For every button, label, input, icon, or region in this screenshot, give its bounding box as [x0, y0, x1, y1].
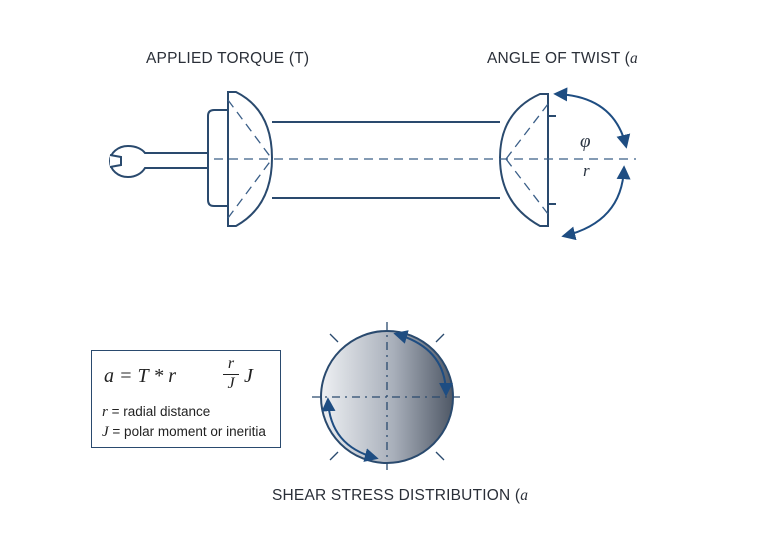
phi-symbol: φ	[580, 131, 591, 152]
definition-radial-distance: r = radial distance	[102, 404, 211, 420]
right-end-cap	[498, 93, 549, 227]
left-flange-plate	[207, 109, 228, 207]
shear-arrow-left	[321, 397, 379, 462]
definition-polar-moment: J = polar moment or ineritia	[102, 424, 266, 440]
formula-fraction: r J	[223, 355, 239, 393]
cross-section-axes	[312, 322, 462, 472]
fraction-denominator: J	[227, 375, 235, 392]
angle-of-twist-label: ANGLE OF TWIST (a	[487, 50, 638, 67]
fraction-bar	[223, 374, 239, 375]
formula-box: a = T * r r J J r = radial distance J = …	[91, 350, 281, 448]
shaft	[272, 121, 500, 199]
fraction-numerator: r	[227, 355, 235, 372]
formula-tail: J	[244, 365, 253, 387]
twist-arrow-top	[553, 87, 631, 149]
formula-lhs: a = T * r	[104, 365, 177, 387]
radius-symbol: r	[583, 161, 590, 180]
wrench-icon	[108, 144, 209, 179]
applied-torque-label: APPLIED TORQUE (T)	[146, 50, 310, 67]
shear-arrow-right	[393, 330, 453, 397]
shear-stress-label: SHEAR STRESS DISTRIBUTION (a	[272, 487, 529, 504]
twist-arrow-bottom	[561, 165, 631, 241]
centerline	[214, 99, 636, 219]
right-end-ticks	[548, 115, 556, 205]
